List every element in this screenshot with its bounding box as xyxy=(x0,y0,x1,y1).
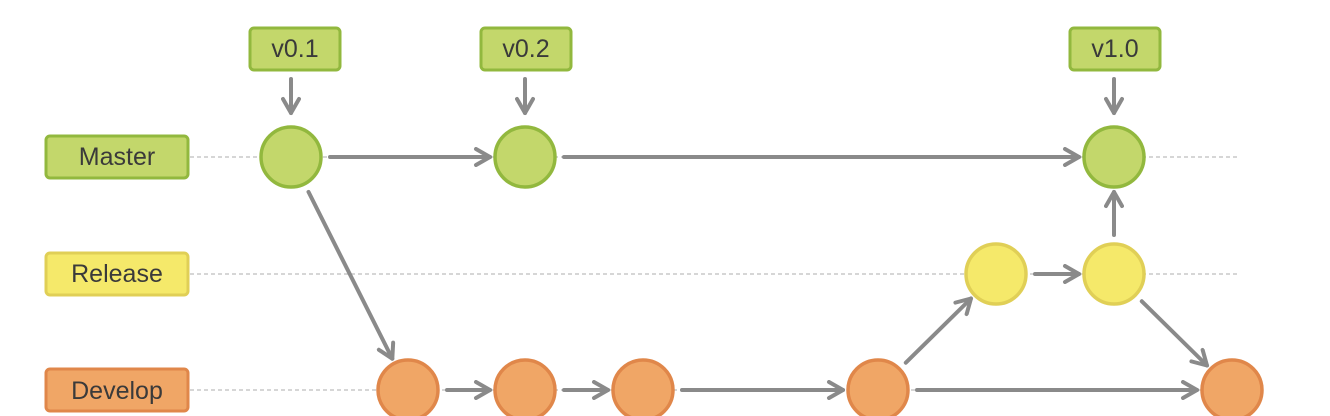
commit-node-r1 xyxy=(964,242,1028,306)
tag-v0-2: v0.2 xyxy=(479,26,573,72)
commit-node-d4 xyxy=(846,358,910,416)
tag-v1-0-text: v1.0 xyxy=(1091,35,1138,63)
tag-v0-1: v0.1 xyxy=(248,26,342,72)
tag-v0-2-text: v0.2 xyxy=(502,35,549,63)
commit-node-m1 xyxy=(259,125,323,189)
tag-v1-0: v1.0 xyxy=(1068,26,1162,72)
tag-arrows xyxy=(281,77,1124,115)
commit-edges xyxy=(306,147,1209,400)
lane-label-develop: Develop xyxy=(44,367,190,413)
lane-label-master-text: Master xyxy=(79,143,155,171)
edge-r2-to-d5 xyxy=(1139,299,1209,368)
commit-nodes xyxy=(259,125,1264,416)
commit-node-r2 xyxy=(1082,242,1146,306)
commit-node-d1 xyxy=(376,358,440,416)
lane-label-develop-text: Develop xyxy=(71,377,163,405)
lane-label-release-text: Release xyxy=(71,260,163,288)
tag-v0-1-text: v0.1 xyxy=(271,35,318,63)
commit-node-d2 xyxy=(493,358,557,416)
commit-node-d3 xyxy=(611,358,675,416)
commit-node-m2 xyxy=(493,125,557,189)
edge-m1-to-d1 xyxy=(306,189,396,361)
lane-label-master: Master xyxy=(44,134,190,180)
edge-d4-to-r1 xyxy=(903,296,973,365)
commit-node-d5 xyxy=(1200,358,1264,416)
commit-node-m3 xyxy=(1082,125,1146,189)
lane-label-release: Release xyxy=(44,251,190,297)
